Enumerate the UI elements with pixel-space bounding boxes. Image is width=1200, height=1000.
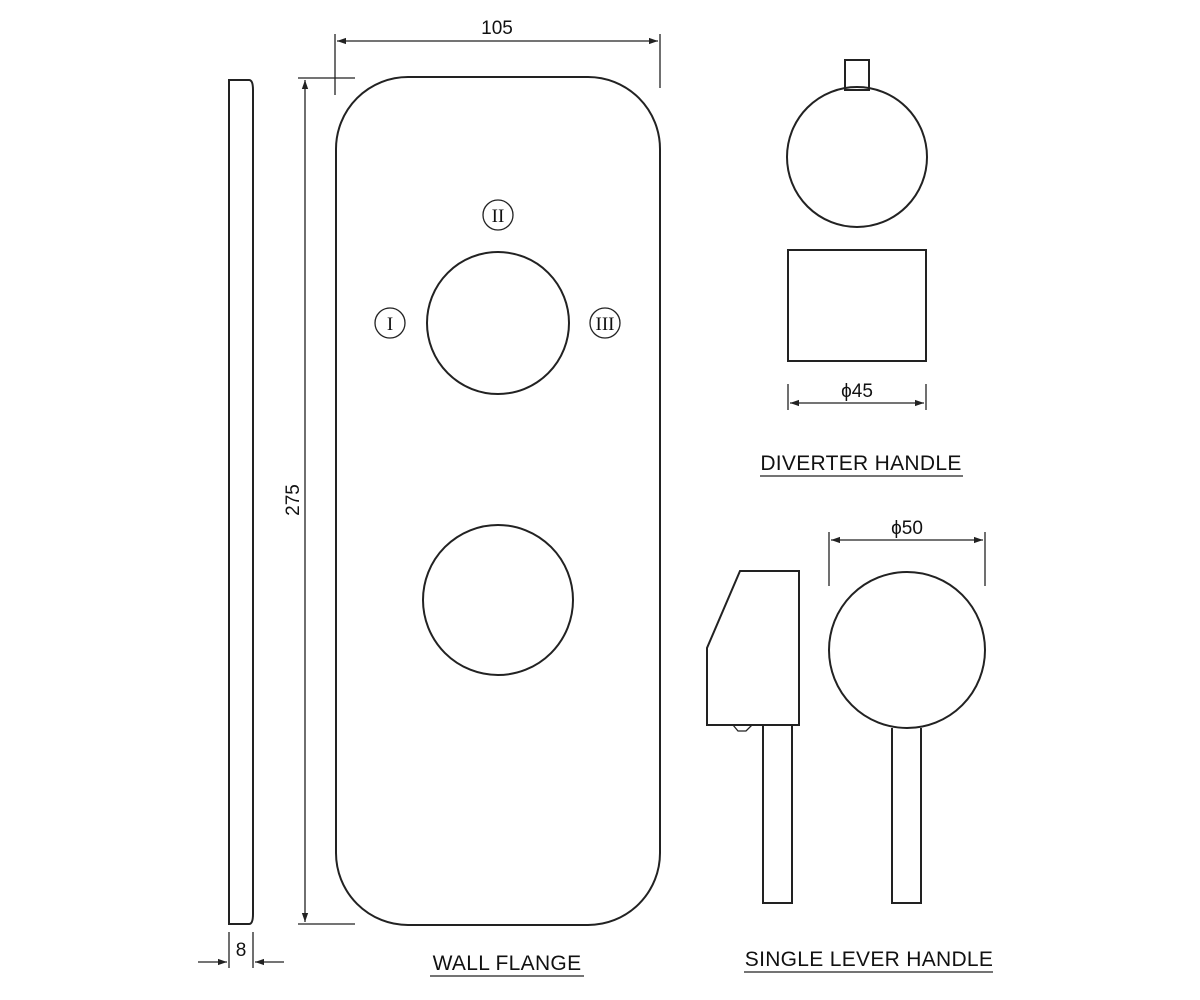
svg-text:DIVERTER HANDLE: DIVERTER HANDLE — [760, 452, 961, 475]
height-label: 275 — [283, 484, 304, 516]
single-lever-handle-caption: SINGLE LEVER HANDLE — [744, 948, 993, 973]
lever-diameter-dimension: ϕ50 — [828, 518, 986, 586]
width-label: 105 — [481, 18, 513, 39]
width-dimension: 105 — [334, 18, 661, 95]
lever-handle-side — [706, 570, 800, 904]
diverter-diameter-dimension: ϕ45 — [787, 381, 927, 410]
thickness-label: 8 — [236, 940, 247, 961]
diverter-diameter-label: ϕ45 — [841, 381, 873, 402]
thickness-dimension: 8 — [198, 932, 284, 968]
position-marker-1: I — [374, 307, 406, 339]
svg-text:WALL FLANGE: WALL FLANGE — [433, 952, 582, 975]
wall-flange-plate — [335, 76, 661, 926]
diverter-handle-side — [787, 249, 927, 362]
height-dimension: 275 — [283, 77, 355, 925]
lever-diameter-label: ϕ50 — [891, 518, 923, 539]
mixer-hole — [422, 524, 574, 676]
diverter-handle-caption: DIVERTER HANDLE — [760, 452, 963, 477]
wall-flange-caption: WALL FLANGE — [430, 952, 584, 977]
diverter-handle-front — [786, 59, 928, 228]
svg-text:II: II — [492, 206, 505, 227]
svg-text:SINGLE LEVER HANDLE: SINGLE LEVER HANDLE — [745, 948, 993, 971]
position-marker-2: II — [482, 199, 514, 231]
diverter-hole — [426, 251, 570, 395]
svg-text:I: I — [387, 314, 393, 335]
position-marker-3: III — [589, 307, 621, 339]
flange-side-view — [228, 79, 254, 925]
svg-text:III: III — [596, 314, 615, 335]
lever-handle-front — [828, 571, 986, 904]
